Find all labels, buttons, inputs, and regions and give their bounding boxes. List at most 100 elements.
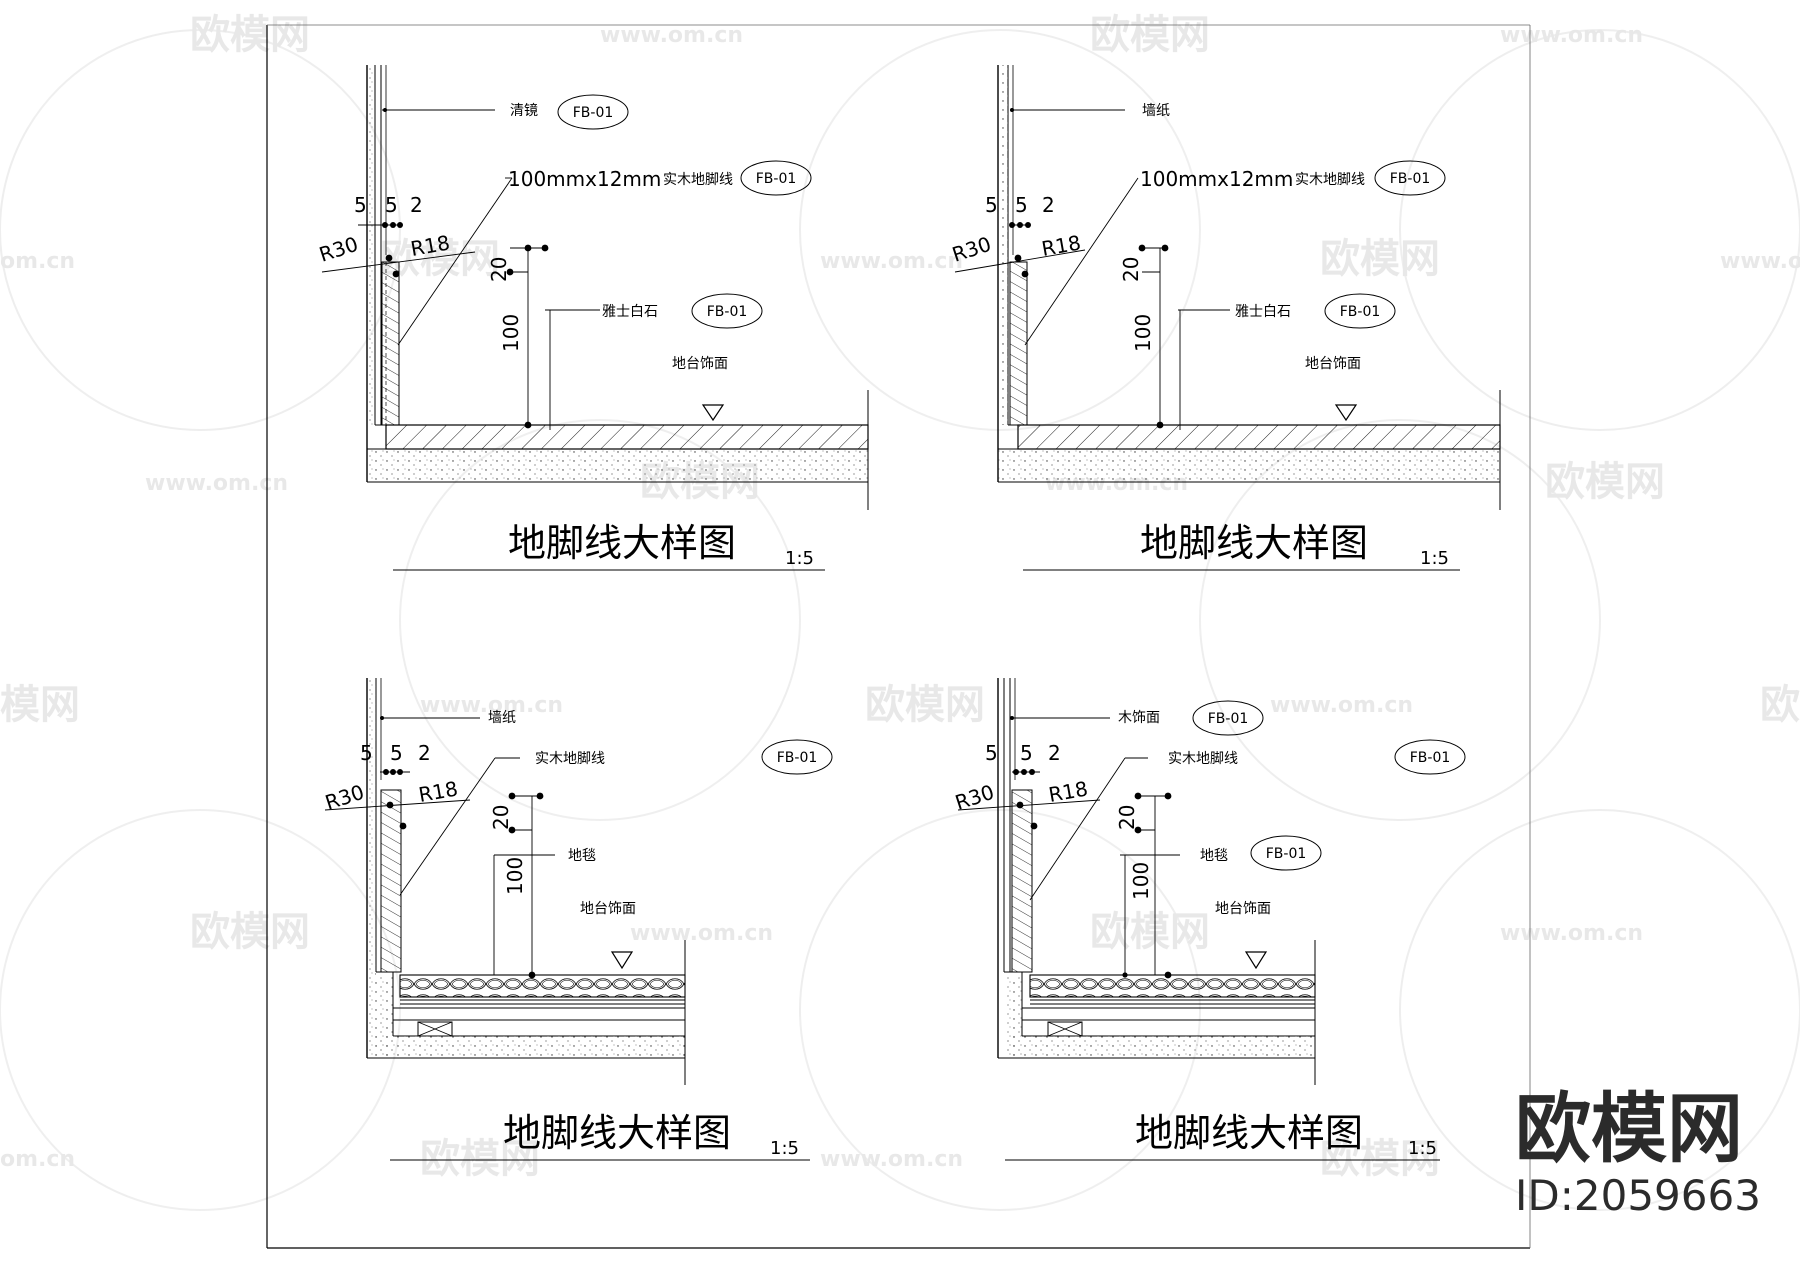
dimension-lines <box>321 109 725 430</box>
watermark-brand: 欧模网 <box>1320 1136 1440 1182</box>
dimension-dots <box>380 716 544 979</box>
level-label: 地台饰面 <box>1305 356 1361 372</box>
watermark-site: www.om.cn <box>820 1147 963 1172</box>
dim-20: 20 <box>489 805 513 830</box>
dim-2: 2 <box>410 193 423 217</box>
watermark-brand: 欧模网 <box>380 236 500 282</box>
wall-section <box>366 678 382 1058</box>
detail-scale: 1:5 <box>1408 1138 1437 1159</box>
watermark-site: www.om.cn <box>600 23 743 48</box>
wall-finish-label: 清镜 <box>510 103 538 119</box>
floor-finish-label: 地毯 <box>1200 848 1228 864</box>
watermark-layer: 欧模网 欧模网 www.om.cn www.om.cn om.cn www.om… <box>0 12 1800 1211</box>
wall-finish-label: 墙纸 <box>488 710 516 726</box>
carpet-floor <box>998 940 1316 1085</box>
level-label: 地台饰面 <box>672 356 728 372</box>
detail-title: 地脚线大样图 <box>1135 1111 1363 1155</box>
floor-finish-label: 雅士白石 <box>1235 304 1291 320</box>
dim-100: 100 <box>1131 314 1155 352</box>
floor-finish-tag: FB-01 <box>1340 304 1381 320</box>
dim-20: 20 <box>487 257 511 282</box>
skirting-tag: FB-01 <box>756 171 797 187</box>
dim-100: 100 <box>503 857 527 895</box>
tag-bubble <box>1192 700 1264 736</box>
watermark-brand: 欧模网 <box>420 1136 540 1182</box>
radius-right: R18 <box>1047 776 1090 806</box>
dim-5b: 5 <box>385 193 398 217</box>
wall-section <box>997 65 1014 482</box>
skirting-name-label: 实木地脚线 <box>535 751 605 767</box>
dim-20: 20 <box>1119 257 1143 282</box>
watermark-brand: 欧模网 <box>1545 459 1665 505</box>
detail-3: 墙纸 实木地脚线 FB-01 5 5 2 R30 R18 20 100 地毯 地… <box>322 678 833 1161</box>
detail-title: 地脚线大样图 <box>508 521 736 565</box>
dim-2: 2 <box>1048 741 1061 765</box>
radius-left: R30 <box>316 232 361 267</box>
skirting-tag: FB-01 <box>1390 171 1431 187</box>
dim-100: 100 <box>1129 862 1153 900</box>
tag-bubble <box>1250 835 1322 871</box>
dim-5b: 5 <box>390 741 403 765</box>
watermark-brand: 欧模网 <box>190 12 310 58</box>
dim-2: 2 <box>418 741 431 765</box>
tag-bubble <box>691 293 763 329</box>
floor-finish-label: 地毯 <box>568 848 596 864</box>
watermark-site: om.cn <box>0 249 75 274</box>
watermark-brand: 欧模网 <box>1090 12 1210 58</box>
corner-brand-logo: 欧模网 <box>1515 1084 1743 1173</box>
radius-right: R18 <box>417 776 460 806</box>
skirting-tag: FB-01 <box>777 750 818 766</box>
dim-5a: 5 <box>354 193 367 217</box>
floor-finish-label: 雅士白石 <box>602 304 658 320</box>
detail-scale: 1:5 <box>770 1138 799 1159</box>
detail-1: 清镜 FB-01 100mmx12mm 实木地脚线 FB-01 5 5 2 R3… <box>316 65 869 571</box>
detail-3-labels: 墙纸 实木地脚线 FB-01 5 5 2 R30 R18 20 100 地毯 地… <box>322 710 833 1161</box>
tag-bubble <box>1324 293 1396 329</box>
floor-finish-tag: FB-01 <box>707 304 748 320</box>
dim-5a: 5 <box>985 741 998 765</box>
watermark-site: www.om.cn <box>630 921 773 946</box>
dimension-dots <box>382 108 549 429</box>
dimension-dots <box>1010 716 1172 979</box>
skirting-name-label: 实木地脚线 <box>1168 751 1238 767</box>
watermark-brand: 欧模网 <box>1320 236 1440 282</box>
watermark-site: www.om.cn <box>1720 249 1800 274</box>
floor-slab <box>998 390 1501 510</box>
carpet-floor <box>367 940 686 1085</box>
dim-5a: 5 <box>360 741 373 765</box>
watermark-brand: 欧模网 <box>865 682 985 728</box>
skirting-size-label: 100mmx12mm <box>1140 167 1293 191</box>
tag-bubble <box>1394 739 1466 775</box>
sheet-border <box>266 24 1531 1249</box>
dim-5b: 5 <box>1020 741 1033 765</box>
detail-scale: 1:5 <box>785 548 814 569</box>
watermark-site: om.cn <box>0 1147 75 1172</box>
radius-right: R18 <box>1040 230 1083 260</box>
watermark-site: www.om.cn <box>145 471 288 496</box>
tag-bubble <box>740 160 812 196</box>
corner-brand: 欧模网 ID:2059663 <box>1515 1084 1761 1220</box>
skirting-board <box>1009 261 1028 426</box>
watermark-brand: 模网 <box>0 682 80 728</box>
detail-2: 墙纸 100mmx12mm 实木地脚线 FB-01 5 5 2 R30 R18 … <box>949 65 1501 571</box>
skirting-name-label: 实木地脚线 <box>663 172 733 188</box>
floor-slab <box>367 390 869 510</box>
watermark-brand: 欧模网 <box>1090 909 1210 955</box>
dim-100: 100 <box>499 314 523 352</box>
watermark-brand: 欧模网 <box>190 909 310 955</box>
wall-finish-tag: FB-01 <box>573 105 614 121</box>
tag-bubble <box>557 94 629 130</box>
watermark-brand: 欧 <box>1760 682 1800 728</box>
wall-section <box>366 65 387 482</box>
watermark-site: www.om.cn <box>420 693 563 718</box>
corner-id: ID:2059663 <box>1515 1171 1761 1220</box>
detail-scale: 1:5 <box>1420 548 1449 569</box>
tag-bubble <box>761 739 833 775</box>
dimension-lines <box>954 109 1358 430</box>
skirting-size-label: 100mmx12mm <box>508 167 661 191</box>
wall-finish-tag: FB-01 <box>1208 711 1249 727</box>
tag-bubble <box>1374 160 1446 196</box>
skirting-name-label: 实木地脚线 <box>1295 172 1365 188</box>
dim-20: 20 <box>1115 805 1139 830</box>
detail-title: 地脚线大样图 <box>1140 521 1368 565</box>
